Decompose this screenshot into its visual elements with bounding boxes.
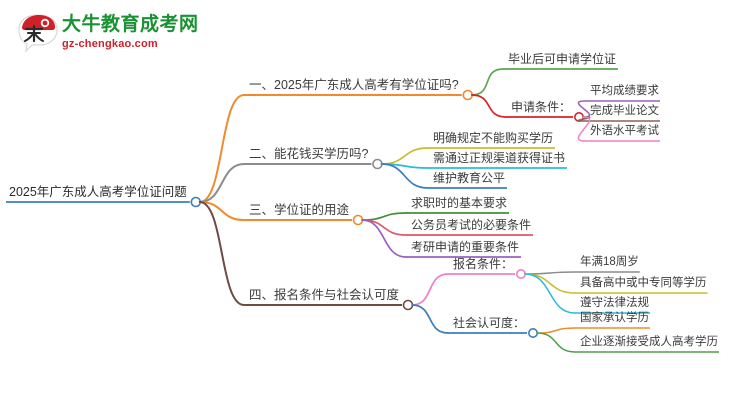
mindmap-branch-4-child-2-leaf-1[interactable]: 国家承认学历: [580, 312, 649, 324]
mindmap-branch-1-child-2-leaf-2[interactable]: 完成毕业论文: [590, 105, 659, 117]
mindmap-branch-2-child-2[interactable]: 需通过正规渠道获得证书: [433, 151, 566, 165]
bull-head-logo-icon: [18, 14, 58, 53]
mindmap-branch-4-child-2-leaf-2[interactable]: 企业逐渐接受成人高考学历: [580, 336, 718, 348]
mindmap-branch-1-child-2-leaf-3[interactable]: 外语水平考试: [590, 125, 659, 137]
site-header: 大牛教育成考网 gz-chengkao.com: [0, 0, 750, 62]
mindmap-branch-3[interactable]: 三、学位证的用途: [249, 203, 350, 217]
brand-domain: gz-chengkao.com: [62, 38, 158, 50]
mindmap-branch-3-child-2[interactable]: 公务员考试的必要条件: [411, 218, 532, 232]
mindmap-branch-4-child-1-leaf-2[interactable]: 具备高中或中专同等学历: [580, 277, 707, 289]
mindmap-branch-3-child-1[interactable]: 求职时的基本要求: [411, 196, 508, 210]
mindmap-branch-4-child-1-leaf-1[interactable]: 年满18周岁: [580, 256, 639, 268]
mindmap-branch-1-child-2-leaf-1[interactable]: 平均成绩要求: [590, 85, 659, 97]
mindmap-branch-2-child-1[interactable]: 明确规定不能购买学历: [433, 131, 554, 145]
mindmap-branch-2-child-3[interactable]: 维护教育公平: [433, 171, 506, 185]
mindmap-branch-4[interactable]: 四、报名条件与社会认可度: [249, 288, 400, 302]
mindmap-branch-1-child-2[interactable]: 申请条件：: [511, 100, 572, 114]
mindmap-branch-4-child-1-leaf-3[interactable]: 遵守法律法规: [580, 297, 649, 309]
mindmap-branch-1-child-1[interactable]: 毕业后可申请学位证: [508, 52, 617, 66]
mindmap-branch-1[interactable]: 一、2025年广东成人高考有学位证吗?: [249, 78, 459, 92]
mindmap-branch-3-child-3[interactable]: 考研申请的重要条件: [411, 240, 520, 254]
mindmap-branch-4-child-2[interactable]: 社会认可度：: [453, 316, 526, 330]
brand-title: 大牛教育成考网: [62, 14, 199, 35]
mindmap-branch-2[interactable]: 二、能花钱买学历吗?: [249, 147, 369, 161]
brand-text-block: 大牛教育成考网 gz-chengkao.com: [62, 14, 199, 51]
mindmap-branch-4-child-1[interactable]: 报名条件：: [453, 257, 514, 271]
mindmap-root-node[interactable]: 2025年广东成人高考学位证问题: [9, 185, 187, 199]
